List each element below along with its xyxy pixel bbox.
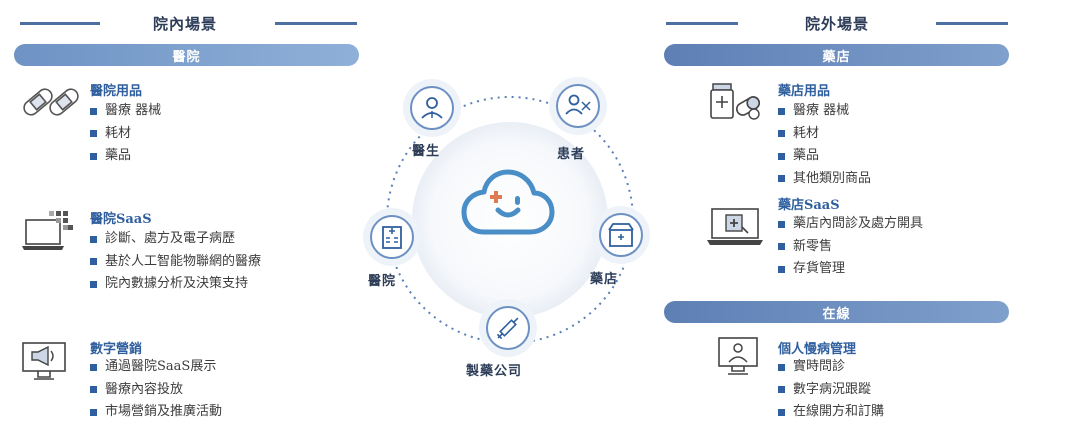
doctor-icon bbox=[403, 79, 461, 137]
syringe-pill-icon bbox=[479, 299, 537, 357]
list-item: 在線開方和訂購 bbox=[778, 401, 884, 424]
list-item: 醫療 器械 bbox=[778, 100, 871, 123]
category-title-pharmacy-supplies: 藥店用品 bbox=[778, 84, 831, 99]
list-item: 其他類別商品 bbox=[778, 168, 871, 191]
doctor-node bbox=[402, 78, 462, 138]
patient-node bbox=[548, 76, 608, 136]
list-item: 基於人工智能物聯網的醫療 bbox=[90, 251, 261, 274]
list-item: 市場營銷及推廣活動 bbox=[90, 401, 222, 424]
list-item: 院內數據分析及決策支持 bbox=[90, 273, 261, 296]
list-item: 新零售 bbox=[778, 236, 923, 259]
category-title-hospital-saas: 醫院SaaS bbox=[90, 212, 152, 227]
hospital-pill: 醫院 bbox=[14, 44, 359, 66]
list-item: 藥店內問診及處方開具 bbox=[778, 213, 923, 236]
node-label-patient: 患者 bbox=[557, 147, 586, 162]
node-label-pharma-company: 製藥公司 bbox=[466, 364, 523, 379]
laptop-medical-icon bbox=[706, 205, 764, 247]
right-heading-rule-left bbox=[666, 22, 738, 25]
list-item: 耗材 bbox=[778, 123, 871, 146]
category-title-chronic-care: 個人慢病管理 bbox=[778, 342, 857, 357]
list-item: 存貨管理 bbox=[778, 258, 923, 281]
right-section-heading: 院外場景 bbox=[804, 15, 869, 33]
left-section-heading: 院內場景 bbox=[152, 15, 217, 33]
category-title-digital-marketing: 數字營銷 bbox=[90, 342, 143, 357]
node-label-pharmacy: 藥店 bbox=[590, 272, 619, 287]
pharmacy-supplies-list: 醫療 器械 耗材 藥品 其他類別商品 bbox=[778, 100, 871, 190]
pill-bottle-icon bbox=[708, 80, 764, 122]
megaphone-monitor-icon bbox=[20, 340, 68, 382]
hospital-building-icon bbox=[363, 208, 421, 266]
online-pill: 在線 bbox=[664, 301, 1009, 323]
left-heading-rule-right bbox=[275, 22, 357, 25]
node-label-hospital: 醫院 bbox=[368, 274, 397, 289]
list-item: 診斷、處方及電子病歷 bbox=[90, 228, 261, 251]
hospital-node bbox=[362, 207, 422, 267]
list-item: 藥品 bbox=[90, 145, 161, 168]
category-title-pharmacy-saas: 藥店SaaS bbox=[778, 198, 840, 213]
bandage-icon bbox=[20, 82, 82, 122]
pharmacy-saas-list: 藥店內問診及處方開具 新零售 存貨管理 bbox=[778, 213, 923, 281]
list-item: 醫療 器械 bbox=[90, 100, 161, 123]
right-heading-rule-right bbox=[936, 22, 1008, 25]
list-item: 通過醫院SaaS展示 bbox=[90, 356, 222, 379]
left-heading-rule-left bbox=[20, 22, 100, 25]
node-label-doctor: 醫生 bbox=[412, 144, 441, 159]
list-item: 醫療內容投放 bbox=[90, 379, 222, 402]
list-item: 數字病況跟蹤 bbox=[778, 379, 884, 402]
pharmacy-icon bbox=[592, 206, 650, 264]
pharmacy-pill: 藥店 bbox=[664, 44, 1009, 66]
list-item: 耗材 bbox=[90, 123, 161, 146]
cloud-smile-icon bbox=[461, 169, 555, 235]
laptop-cloud-icon bbox=[20, 208, 75, 253]
patient-icon bbox=[549, 77, 607, 135]
hospital-saas-list: 診斷、處方及電子病歷 基於人工智能物聯網的醫療 院內數據分析及決策支持 bbox=[90, 228, 261, 296]
list-item: 實時問診 bbox=[778, 356, 884, 379]
list-item: 藥品 bbox=[778, 145, 871, 168]
doctor-monitor-icon bbox=[716, 335, 760, 377]
pharmacy-node bbox=[591, 205, 651, 265]
hospital-supplies-list: 醫療 器械 耗材 藥品 bbox=[90, 100, 161, 168]
digital-marketing-list: 通過醫院SaaS展示 醫療內容投放 市場營銷及推廣活動 bbox=[90, 356, 222, 424]
chronic-care-list: 實時問診 數字病況跟蹤 在線開方和訂購 bbox=[778, 356, 884, 424]
pharma-company-node bbox=[478, 298, 538, 358]
category-title-hospital-supplies: 醫院用品 bbox=[90, 84, 143, 99]
